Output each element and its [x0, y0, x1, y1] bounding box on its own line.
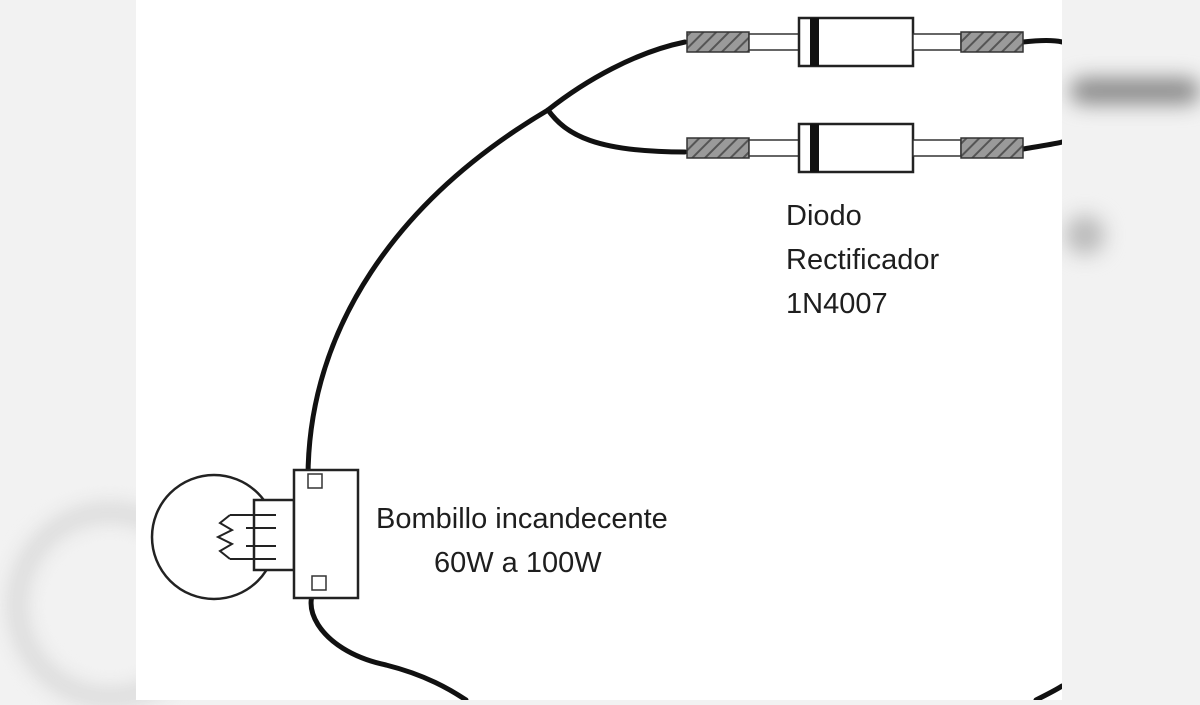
diode-top-lead-left [686, 31, 750, 53]
circuit-diagram-panel: Diodo Rectificador 1N4007 Bombillo incan… [136, 0, 1062, 700]
diode-bottom-lead-left [686, 137, 750, 159]
blurred-dot-decoration [1065, 215, 1105, 255]
circuit-diagram [150, 16, 1062, 700]
diode-bottom-cathode-band [810, 124, 819, 172]
wire-junction-to-bottom-diode [545, 107, 688, 155]
diode-label-line3: 1N4007 [786, 288, 888, 320]
diode-top [686, 16, 1024, 68]
wire-bulb-bottom [308, 579, 469, 700]
wire-bottom-diode-right [1020, 139, 1062, 152]
diode-label-line1: Diodo [786, 200, 862, 232]
wire-top-diode-right [1020, 38, 1062, 45]
incandescent-bulb [150, 468, 360, 601]
blurred-wire-decoration [1070, 78, 1200, 104]
bulb-terminal-top [307, 473, 323, 489]
wire-junction-to-top-diode [545, 39, 688, 113]
diode-label-line2: Rectificador [786, 244, 940, 276]
bulb-label-line1: Bombillo incandecente [376, 503, 668, 535]
diode-label: Diodo Rectificador 1N4007 [786, 194, 939, 326]
diode-bottom-lead-right [960, 137, 1024, 159]
bulb-label-line2: 60W a 100W [434, 547, 602, 579]
bulb-filament [215, 514, 276, 560]
bulb-label: Bombillo incandecente 60W a 100W [376, 497, 668, 585]
wire-bottom-right [1033, 683, 1062, 700]
diode-bottom [686, 122, 1024, 174]
wire-bulb-to-junction [305, 107, 551, 481]
bulb-terminal-bottom [311, 575, 327, 591]
diode-top-lead-right [960, 31, 1024, 53]
diode-top-cathode-band [810, 18, 819, 66]
